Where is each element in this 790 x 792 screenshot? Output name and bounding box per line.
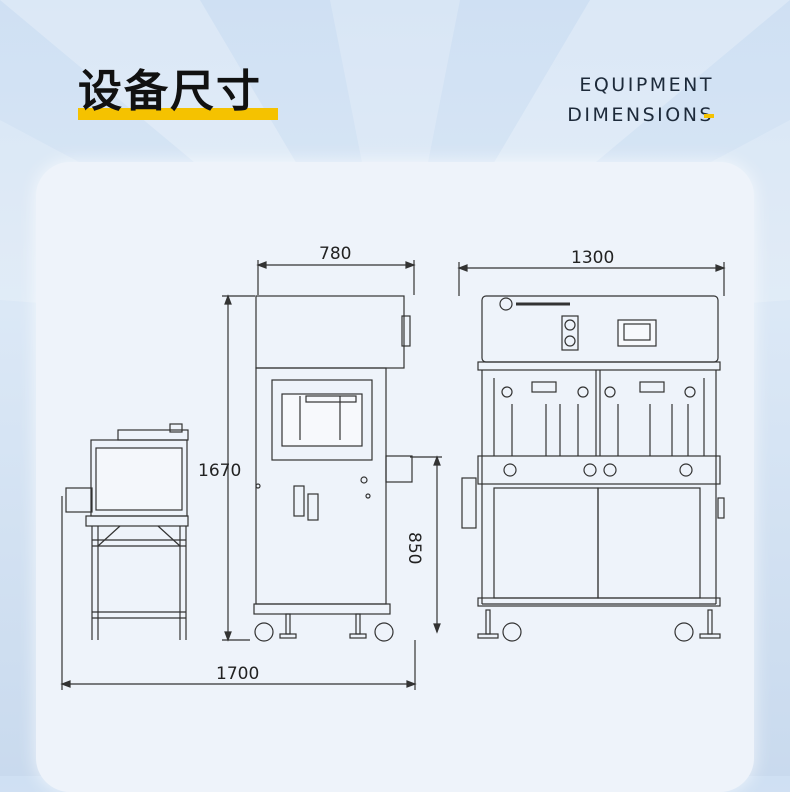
dimension-front-width: 1300 — [571, 248, 615, 268]
side-rack-drawing — [65, 423, 189, 640]
subtitle-line-2: DIMENSIONS — [567, 104, 714, 126]
dimension-total-length: 1700 — [216, 664, 260, 684]
dimension-side-depth: 780 — [319, 244, 352, 264]
subtitle-accent — [704, 114, 714, 118]
dimension-table-height: 850 — [404, 532, 424, 565]
page-title: 设备尺寸 — [78, 66, 262, 117]
front-view-drawing — [457, 262, 726, 642]
equipment-drawing — [60, 260, 726, 690]
title-underline — [78, 108, 278, 120]
dimension-total-height: 1670 — [198, 461, 242, 481]
page-subtitle: EQUIPMENT DIMENSIONS — [567, 70, 714, 130]
dim-line-total-length — [60, 496, 417, 690]
side-view-drawing — [222, 260, 442, 642]
section-title-wrap: 设备尺寸 — [78, 66, 278, 120]
subtitle-line-1: EQUIPMENT — [579, 74, 714, 96]
